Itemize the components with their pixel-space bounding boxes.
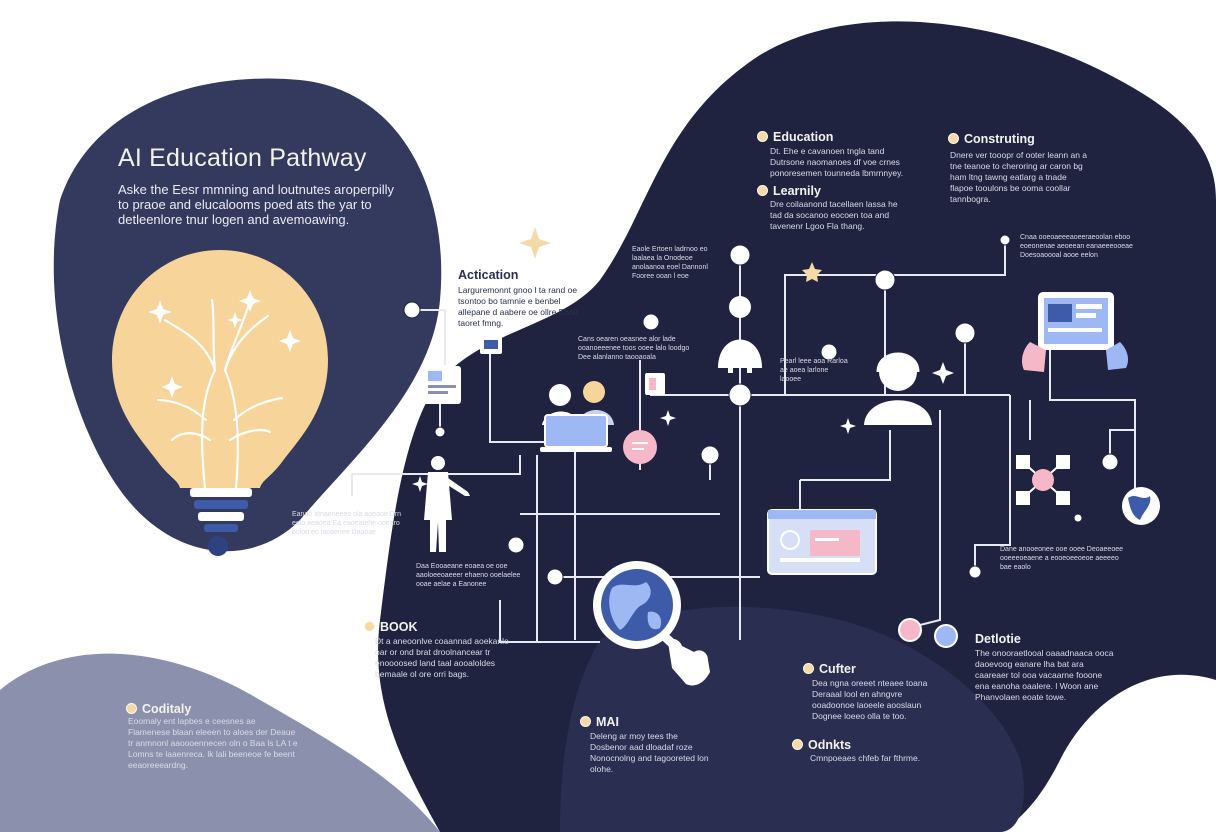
node-heading-text: Odnkts [808, 738, 852, 752]
caption-text: Eanao atnaeneeeo ola aoeaoe Drn eolo aea… [292, 511, 401, 536]
pink-dot [898, 618, 922, 642]
sparkle-icon [660, 410, 676, 426]
node-cufter-body: Dea ngna oreeet nteaee toana Deraaal loo… [812, 678, 928, 721]
node-heading-text: Education [773, 130, 834, 144]
node-heading-text: Construting [964, 132, 1035, 146]
node-odnkts-body: Cmnpoeaes chfeb far fthrme. [810, 753, 921, 763]
main-dark-blob [378, 21, 1216, 832]
node-mai-heading: MAI [580, 715, 619, 729]
globe-icon [1122, 487, 1160, 525]
badge-icon [423, 366, 461, 404]
connector-line [800, 430, 891, 481]
node-dot [1101, 453, 1119, 471]
node-heading-text: Learnily [773, 184, 821, 198]
node-construting-body: Dnere ver tooopr of ooter leann an a tne… [950, 150, 1088, 204]
node-dot [729, 244, 751, 266]
node-detlotie-body: The onooraetlooal oaaadnaaca ooca daoevo… [975, 648, 1114, 702]
node-dot [874, 269, 896, 291]
bottom-left-grey-blob [0, 653, 440, 832]
node-dot [954, 322, 976, 344]
connector-line [499, 600, 600, 643]
person-icon [424, 456, 470, 552]
bullet-icon [948, 133, 959, 144]
node-education-body: Dt. Ehe e cavanoen tngla tand Dutrsone n… [770, 146, 904, 178]
node-heading-text: MAI [596, 715, 619, 729]
page-subtitle: Aske the Eesr mmning and loutnutes arope… [118, 182, 395, 227]
bullet-icon [757, 131, 768, 142]
node-dot [546, 568, 564, 586]
chat-icon [623, 430, 657, 464]
node-odnkts-heading: Odnkts [792, 738, 851, 752]
node-heading-text: BOOK [380, 620, 418, 634]
sparkle-icon [519, 227, 551, 259]
bullet-icon [580, 716, 591, 727]
node-dot [434, 426, 446, 438]
browser-window-icon [767, 509, 877, 575]
node-book-heading: BOOK [364, 620, 418, 634]
node-dot [999, 234, 1011, 246]
connector-line [1049, 350, 1136, 505]
node-heading-text: Coditaly [142, 702, 192, 716]
node-activation-heading: Actication [458, 268, 519, 282]
node-education-heading: Education [757, 130, 833, 144]
bullet-icon [803, 663, 814, 674]
bullet-icon [757, 185, 768, 196]
node-dot [820, 343, 838, 361]
node-learnily-body: Dre coilaanond tacellaen lassa he tad da… [770, 199, 898, 231]
page-title: AI Education Pathway [118, 144, 367, 172]
bullet-icon [792, 739, 803, 750]
bullet-icon [364, 621, 375, 632]
support-agent-icon [864, 352, 932, 425]
bullet-icon [126, 703, 137, 714]
node-heading-text: Cufter [819, 662, 856, 676]
connector-line [1109, 429, 1135, 462]
person-icon [718, 296, 762, 373]
hand-icon [668, 639, 710, 686]
tablet-icon [1022, 292, 1128, 372]
caption-text: Cnaa ooeoaeeeaoeeraeoolan eboo eoeonenae… [1020, 234, 1133, 259]
caption-text: Cans oearen oeasnee alor lade ooanoeeene… [578, 336, 690, 361]
screen-icon [480, 336, 502, 354]
caption-text: Daa Eooaeane eoaea oe ooe aaoloeeoaeeer … [416, 563, 521, 588]
caption-text: Pearl leee aoa Rarloa ae aoea larlone la… [780, 358, 848, 383]
node-learnily-heading: Learnily [757, 184, 821, 198]
node-construting-heading: Construting [948, 132, 1035, 146]
caption-text: Dane anooeonee ooe ooee Deoaeeoee ooeeeo… [1000, 546, 1124, 571]
laptop-icon [540, 381, 614, 452]
lightbulb-icon [112, 250, 328, 556]
sparkle-icon [412, 476, 428, 492]
document-icon [645, 373, 665, 395]
node-dot [1073, 513, 1083, 523]
node-book-body: Dt a aneoonlve coaannad aoekanle oar or … [375, 636, 509, 679]
node-coditaly-body: Eoomaly ent lapbes e ceesnes ae Flamenes… [128, 716, 298, 770]
node-mai-body: Deleng ar moy tees the Dosbenor aad dloa… [590, 731, 709, 774]
node-cufter-heading: Cufter [803, 662, 856, 676]
node-dot [728, 383, 752, 407]
sparkle-icon [932, 362, 954, 384]
network-icon [1016, 455, 1070, 505]
magnifier-icon [593, 561, 695, 665]
sparkle-icon [840, 418, 856, 434]
connector-line [899, 410, 941, 631]
node-dot [968, 565, 982, 579]
node-detlotie-heading: Detlotie [975, 632, 1021, 646]
node-dot [642, 313, 660, 331]
connector-line [784, 240, 1006, 395]
caption-text: Eaole Ertoen ladrnoo eo laalaea la Onode… [632, 246, 708, 280]
star-icon [802, 262, 822, 282]
blue-dot [934, 624, 958, 648]
node-dot [403, 301, 421, 319]
connector-line [412, 309, 446, 365]
node-activation-body: Larguremonnt gnoo l ta rand oe tsontoo b… [458, 285, 579, 328]
connector-line [974, 395, 1011, 570]
node-coditaly-heading: Coditaly [126, 702, 191, 716]
node-dot [507, 536, 525, 554]
node-dot [700, 445, 720, 465]
